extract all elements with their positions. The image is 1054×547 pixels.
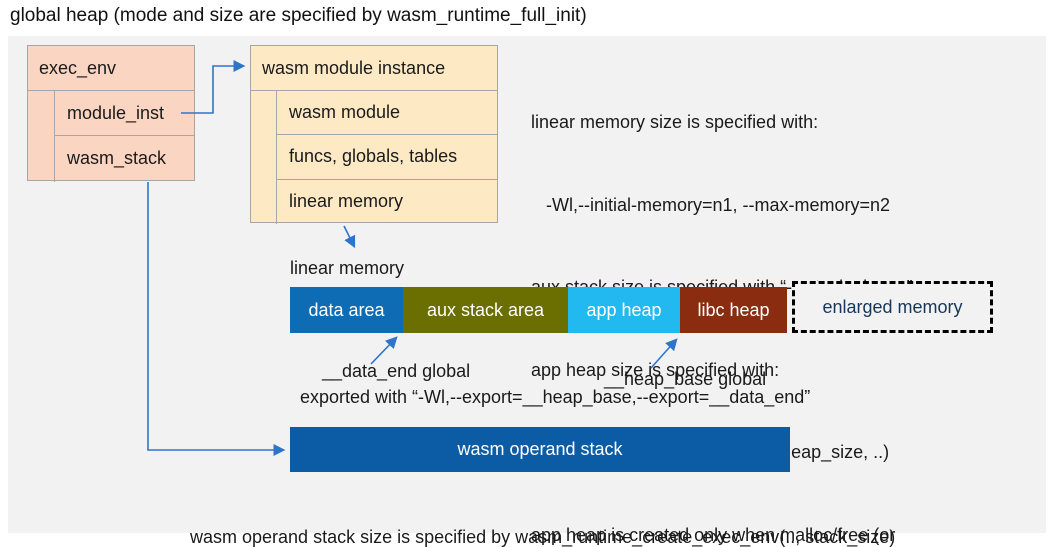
heap-base-global-label: __heap_base global [604, 369, 767, 389]
segment-libc-heap: libc heap [680, 287, 787, 333]
page-title: global heap (mode and size are specified… [10, 5, 587, 26]
segment-data-area: data area [290, 287, 403, 333]
segment-enlarged-memory: enlarged memory [792, 281, 993, 333]
exec-env-box: exec_env module_inst wasm_stack [27, 45, 195, 182]
segment-aux-stack-area: aux stack area [403, 287, 568, 333]
operand-stack-notes: wasm operand stack size is specified by … [190, 481, 895, 547]
exec-env-rows: module_inst wasm_stack [54, 91, 194, 182]
linear-memory-bar: data area aux stack area app heap libc h… [290, 281, 993, 333]
linear-memory-label: linear memory [290, 258, 405, 278]
module-instance-rows: wasm module funcs, globals, tables linea… [276, 91, 497, 224]
note-line: app heap is created only when malloc/fre… [531, 524, 896, 545]
note-line: linear memory size is specified with: [531, 112, 819, 132]
module-instance-row-linear-memory: linear memory [276, 179, 497, 224]
exec-env-row-module-inst: module_inst [54, 91, 194, 137]
module-instance-row-wasm-module: wasm module [276, 91, 497, 136]
note-line: app heap size is specified with: [531, 359, 780, 380]
data-end-global-label: __data_end global [322, 361, 471, 381]
module-instance-title: wasm module instance [251, 46, 497, 91]
exec-env-title: exec_env [28, 46, 194, 91]
module-instance-box: wasm module instance wasm module funcs, … [250, 45, 498, 224]
wasm-operand-stack-bar: wasm operand stack [290, 427, 790, 472]
exported-with-label: exported with “-Wl,--export=__heap_base,… [300, 387, 811, 407]
module-instance-row-funcs-globals-tables: funcs, globals, tables [276, 135, 497, 180]
note-line: wasm operand stack size is specified by … [190, 527, 896, 547]
exec-env-row-wasm-stack: wasm_stack [54, 136, 194, 182]
segment-app-heap: app heap [568, 287, 680, 333]
note-line: -Wl,--initial-memory=n1, --max-memory=n2 [531, 194, 891, 215]
